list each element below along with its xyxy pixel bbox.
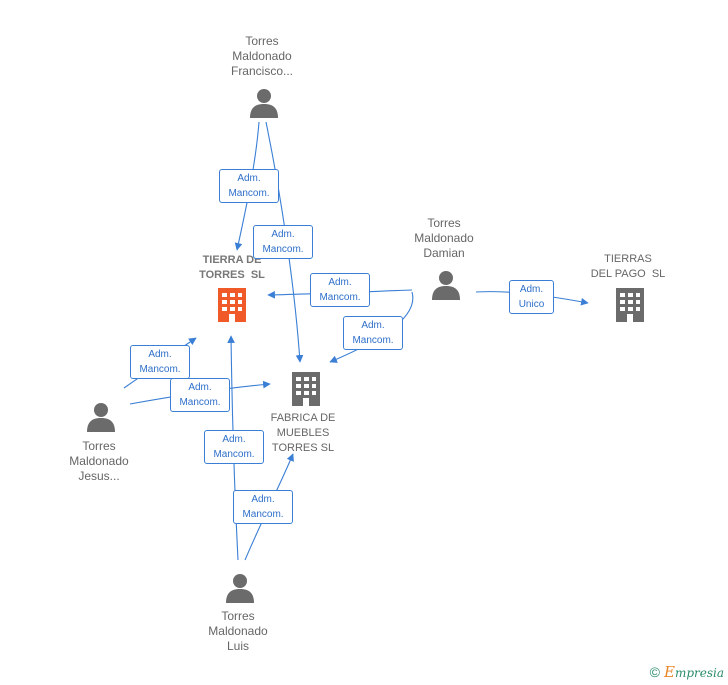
label-line: Torres [221,609,255,623]
person-icon-francisco[interactable] [250,89,278,118]
relation-type: Adm. [222,434,246,445]
relation-role: Mancom. [352,335,394,346]
relation-role: Mancom. [228,188,270,199]
relation-type: Adm. [271,229,295,240]
relation-type: Adm. [148,349,172,360]
label-line: Torres [245,34,279,48]
relation-role: Unico [518,299,545,310]
label-line: Maldonado [208,624,268,638]
relation-role: Mancom. [213,449,255,460]
label-line: Francisco... [230,64,293,78]
label-line: TORRES SL [199,269,265,281]
relation-role: Mancom. [242,509,284,520]
person-label-francisco[interactable]: Torres Maldonado Francisco... [212,34,312,79]
copyright-icon: © [649,664,660,680]
label-line: FABRICA DE [270,412,336,424]
relation-label-jesus-tierra[interactable]: Adm. Mancom. [130,345,190,379]
label-line: Damian [423,246,465,260]
relation-role: Mancom. [179,397,221,408]
label-line: Maldonado [69,454,129,468]
relation-label-damian-tierra[interactable]: Adm. Mancom. [310,273,370,307]
label-line: TORRES SL [271,442,335,454]
brand-logo-initial: E [663,663,675,681]
label-line: MUEBLES [276,427,330,439]
label-line: DEL PAGO SL [590,268,666,280]
label-line: Torres [82,439,116,453]
relation-label-luis-fabrica[interactable]: Adm. Mancom. [233,490,293,524]
company-label-tierra-de-torres[interactable]: TIERRA DE TORRES SL [177,253,287,283]
label-line: Luis [226,639,249,653]
person-icon-jesus[interactable] [87,403,115,432]
relation-label-jesus-fabrica[interactable]: Adm. Mancom. [170,378,230,412]
relation-role: Mancom. [262,244,304,255]
label-line: Jesus... [78,469,120,483]
relation-type: Adm. [237,173,261,184]
company-label-tierras-del-pago[interactable]: TIERRAS DEL PAGO SL [578,252,678,282]
person-label-luis[interactable]: Torres Maldonado Luis [188,609,288,654]
building-icon-tierras-del-pago[interactable] [616,288,644,322]
relation-type: Adm. [519,284,544,295]
person-label-jesus[interactable]: Torres Maldonado Jesus... [49,439,149,484]
label-line: Maldonado [232,49,292,63]
brand-logo-text: mpresia [674,666,724,680]
relation-type: Adm. [188,382,212,393]
building-icon-fabrica[interactable] [292,372,320,406]
relation-type: Adm. [251,494,275,505]
relation-role: Mancom. [319,292,361,303]
company-label-fabrica[interactable]: FABRICA DE MUEBLES TORRES SL [252,411,354,456]
relation-type: Adm. [361,320,385,331]
label-line: TIERRAS [604,253,652,265]
person-icon-luis[interactable] [226,574,254,603]
brand-footer[interactable]: ©Empresia [650,663,724,681]
label-line: Maldonado [414,231,474,245]
relation-label-luis-tierra[interactable]: Adm. Mancom. [204,430,264,464]
relation-role: Mancom. [139,364,181,375]
label-line: Torres [427,216,461,230]
relation-type: Adm. [328,277,352,288]
person-label-damian[interactable]: Torres Maldonado Damian [394,216,494,261]
building-icon-tierra-de-torres[interactable] [218,288,246,322]
relation-label-francisco-fabrica[interactable]: Adm. Mancom. [253,225,313,259]
relation-label-damian-tierras[interactable]: Adm. Unico [509,280,554,314]
relation-label-damian-fabrica[interactable]: Adm. Mancom. [343,316,403,350]
person-icon-damian[interactable] [432,271,460,300]
relation-label-francisco-tierra[interactable]: Adm. Mancom. [219,169,279,203]
